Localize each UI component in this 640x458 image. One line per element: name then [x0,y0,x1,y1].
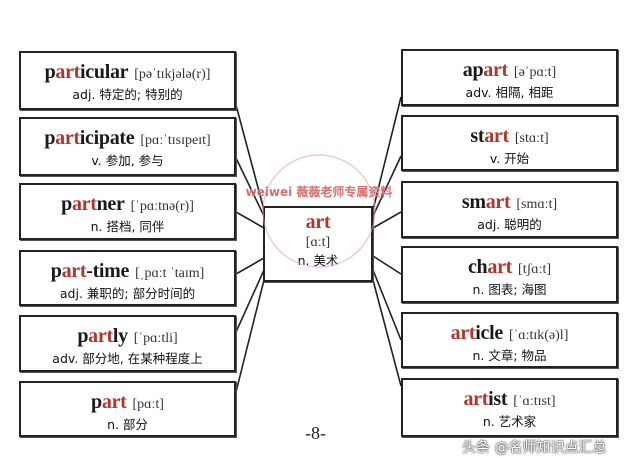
word: smart [461,191,511,213]
word-card: partly [ˈpɑːtli] adv. 部分地, 在某种程度上 [19,315,236,372]
word-root-art: art [61,260,87,282]
word: article [450,322,504,344]
word-card: chart [tʃɑːt] n. 图表; 海图 [401,246,618,303]
connector-line [372,211,402,229]
word-prefix: p [50,260,62,282]
connector-line [372,279,402,387]
word-prefix: p [44,61,56,83]
word-card: article [ˈɑːtɪk(ə)l] n. 文章; 物品 [401,312,618,368]
word-card: partner [ˈpɑːtnə(r)] n. 搭档, 同伴 [19,183,236,240]
word-suffix: icle [475,322,503,344]
meaning: n. 部分 [107,417,148,432]
phonetic: [ˈɑːtɪk(ə)l] [508,328,569,343]
phonetic: [pɑːˈtɪsɪpeɪt] [140,133,211,148]
word-card: part [pɑːt] n. 部分 [19,381,236,437]
word-prefix: ch [467,256,488,278]
word-root-art: art [450,322,476,344]
word-suffix: -time [86,260,130,282]
phonetic: [ˈpɑːtli] [133,331,178,346]
connector-line [372,155,402,217]
meaning: n. 文章; 物品 [472,348,547,363]
meaning: n. 艺术家 [482,414,537,429]
word-prefix: st [470,125,485,147]
word-suffix: ly [112,325,128,347]
word-root-art: art [463,388,489,410]
connector-line [372,255,402,275]
word-card: start [stɑːt] v. 开始 [401,115,618,171]
phonetic: [ˈɑːtɪst] [513,394,556,409]
connector-line [235,211,265,229]
phonetic: [əˈpɑːt] [513,65,557,80]
meaning: adj. 聪明的 [477,217,542,232]
word-suffix: ist [488,388,508,410]
word: participate [44,127,134,149]
word-prefix: ap [462,59,484,81]
watermark-text: weiwei 薇薇老师专属资料 [245,185,393,199]
connector-line [372,96,402,211]
word-suffix: ner [96,193,125,215]
word: art [306,211,331,233]
word-root-art: art [483,59,508,81]
meaning: n. 搭档, 同伴 [90,219,165,234]
connector-line [235,257,265,275]
meaning: adj. 兼职的; 部分时间的 [59,286,196,301]
word-suffix: icipate [79,127,135,149]
word: apart [463,59,508,81]
phonetic: [pəˈtɪkjələ(r)] [134,67,211,82]
phonetic: [ˌpɑːt ˈtaɪm] [135,266,205,281]
phonetic: [ɑːt] [305,235,331,250]
word-root-art: art [71,193,97,215]
word-prefix: p [44,127,56,149]
credit-watermark: 头条 @名师知识点汇总 [462,440,607,456]
meaning: v. 开始 [489,151,530,166]
word-card: participate [pɑːˈtɪsɪpeɪt] v. 参加, 参与 [19,117,236,176]
connector-line [235,269,265,333]
word-root-art: art [485,191,511,213]
word-prefix: p [91,391,102,413]
meaning: adv. 相隔, 相距 [465,85,554,100]
meaning: n. 图表; 海图 [472,282,547,297]
connector-line [372,269,402,341]
word-prefix: sm [461,191,486,213]
word: artist [463,388,507,410]
word-suffix: icular [80,61,129,83]
word-root-art: art [101,391,127,413]
connector-line [235,157,265,217]
connector-line [235,104,265,211]
word-card: particular [pəˈtɪkjələ(r)] adj. 特定的; 特别的 [19,51,236,110]
phonetic: [smɑːt] [516,197,558,212]
word-prefix: p [61,193,72,215]
meaning: n. 美术 [297,253,339,268]
word: partner [61,193,125,215]
phonetic: [stɑːt] [514,131,549,146]
phonetic: [tʃɑːt] [518,262,552,277]
word: part [91,391,127,413]
word-root-art: art [88,325,113,347]
meaning: v. 参加, 参与 [91,153,164,168]
word: partly [77,325,128,347]
watermark-stamp [262,154,376,268]
word-card: smart [smɑːt] adj. 聪明的 [401,181,618,238]
word-root-art: art [55,61,81,83]
word-root-art: art [484,125,509,147]
word-root-art: art [55,127,80,149]
page-number: -8- [305,423,326,443]
word: part-time [50,260,130,282]
phonetic: [ˈpɑːtnə(r)] [130,199,194,214]
word-card: artist [ˈɑːtɪst] n. 艺术家 [401,378,618,437]
connector-line [235,279,265,393]
meaning: adj. 特定的; 特别的 [72,87,183,102]
word-card: part-time [ˌpɑːt ˈtaɪm] adj. 兼职的; 部分时间的 [19,250,236,306]
word-card: apart [əˈpɑːt] adv. 相隔, 相距 [401,49,618,106]
word: particular [45,61,129,83]
phonetic: [pɑːt] [132,397,164,412]
meaning: adv. 部分地, 在某种程度上 [52,351,203,366]
word: chart [468,256,512,278]
word-prefix: p [77,325,89,347]
word-root-art: art [305,211,331,233]
word-card: art [ɑːt] n. 美术 [263,206,373,282]
word: start [470,125,509,147]
word-root-art: art [487,256,513,278]
